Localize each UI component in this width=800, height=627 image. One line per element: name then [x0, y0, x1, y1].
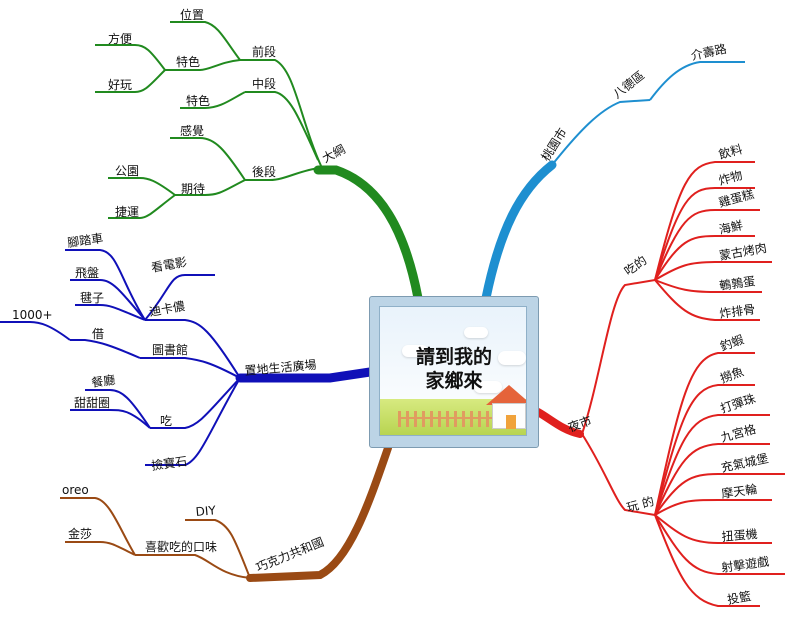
eat-item: 雞蛋糕: [717, 187, 755, 210]
label-library: 圖書館: [152, 342, 188, 357]
eat-item: 炸排骨: [718, 302, 756, 321]
play-item: 打彈珠: [719, 391, 758, 415]
label-eat-group: 吃的: [621, 252, 649, 278]
eat-item: 鵪鶉蛋: [718, 273, 756, 293]
label-feeling: 感覺: [180, 123, 204, 138]
label-1000: 1000+: [12, 308, 53, 322]
label-shuttlecock: 毽子: [80, 291, 104, 305]
label-position: 位置: [180, 7, 204, 22]
play-item: 扭蛋機: [721, 526, 758, 544]
eat-item: 飲料: [717, 141, 744, 162]
label-expect: 期待: [181, 182, 205, 196]
label-bike: 腳踏車: [66, 231, 104, 250]
label-restaurant: 餐廳: [90, 372, 116, 390]
label-middle: 中段: [252, 76, 276, 91]
cloud-icon: [464, 327, 488, 338]
label-middle-feature: 特色: [186, 93, 210, 108]
central-scene: 請到我的 家鄉來: [379, 306, 527, 436]
label-bade: 八德區: [610, 67, 648, 101]
label-disney: 迪卡儂: [148, 299, 186, 319]
play-item: 射擊遊戲: [720, 553, 770, 575]
trunk-plaza: [235, 367, 375, 383]
label-jieshou-road: 介壽路: [690, 41, 728, 63]
fence-icon: [398, 411, 494, 427]
label-plaza-eat: 吃: [160, 414, 172, 428]
eat-item: 蒙古烤肉: [718, 240, 768, 263]
house-door-icon: [506, 415, 516, 429]
label-park: 公園: [115, 164, 139, 178]
trunk-night-market: [534, 408, 584, 438]
label-chocolate: 巧克力共和國: [254, 535, 326, 575]
label-back: 後段: [252, 164, 276, 179]
label-donut: 甜甜圈: [74, 396, 110, 410]
trunk-chocolate: [246, 444, 392, 582]
label-gold: 金莎: [68, 526, 92, 541]
label-front: 前段: [252, 44, 276, 59]
play-item: 充氣城堡: [720, 450, 770, 475]
central-title: 請到我的 家鄉來: [380, 345, 526, 393]
label-play-group: 玩 的: [625, 493, 656, 515]
play-item: 摩天輪: [720, 481, 758, 501]
label-movie: 看電影: [150, 255, 188, 275]
play-item: 九宮格: [719, 421, 758, 445]
label-frisbee: 飛盤: [75, 266, 99, 280]
central-title-line2: 家鄉來: [425, 370, 483, 392]
label-outline: 大綱: [320, 142, 348, 166]
trunk-city: [481, 160, 557, 303]
central-title-line1: 請到我的: [415, 346, 492, 368]
play-item: 釣蝦: [718, 332, 746, 354]
cloud-icon: [402, 345, 428, 357]
house-roof-icon: [486, 385, 526, 405]
play-item: 投籃: [726, 588, 752, 607]
label-treasure: 撿寶石: [150, 453, 188, 473]
eat-item: 炸物: [717, 168, 744, 188]
cloud-icon: [498, 351, 526, 365]
label-taste: 喜歡吃的口味: [145, 539, 217, 554]
label-taoyuan: 桃園市: [538, 125, 570, 163]
eat-item: 海鮮: [718, 217, 745, 237]
label-mrt: 捷運: [115, 205, 139, 219]
label-borrow: 借: [92, 327, 104, 341]
label-fun: 好玩: [108, 78, 132, 92]
play-item: 撈魚: [718, 364, 745, 385]
label-plaza: 置地生活廣場: [244, 358, 317, 378]
trunk-outline: [313, 165, 423, 303]
central-topic[interactable]: 請到我的 家鄉來: [369, 296, 539, 448]
label-front-feature: 特色: [176, 54, 200, 69]
label-diy: DIY: [195, 503, 217, 519]
label-convenient: 方便: [108, 31, 132, 46]
label-night-market: 夜市: [566, 413, 594, 435]
label-oreo: oreo: [62, 483, 89, 497]
